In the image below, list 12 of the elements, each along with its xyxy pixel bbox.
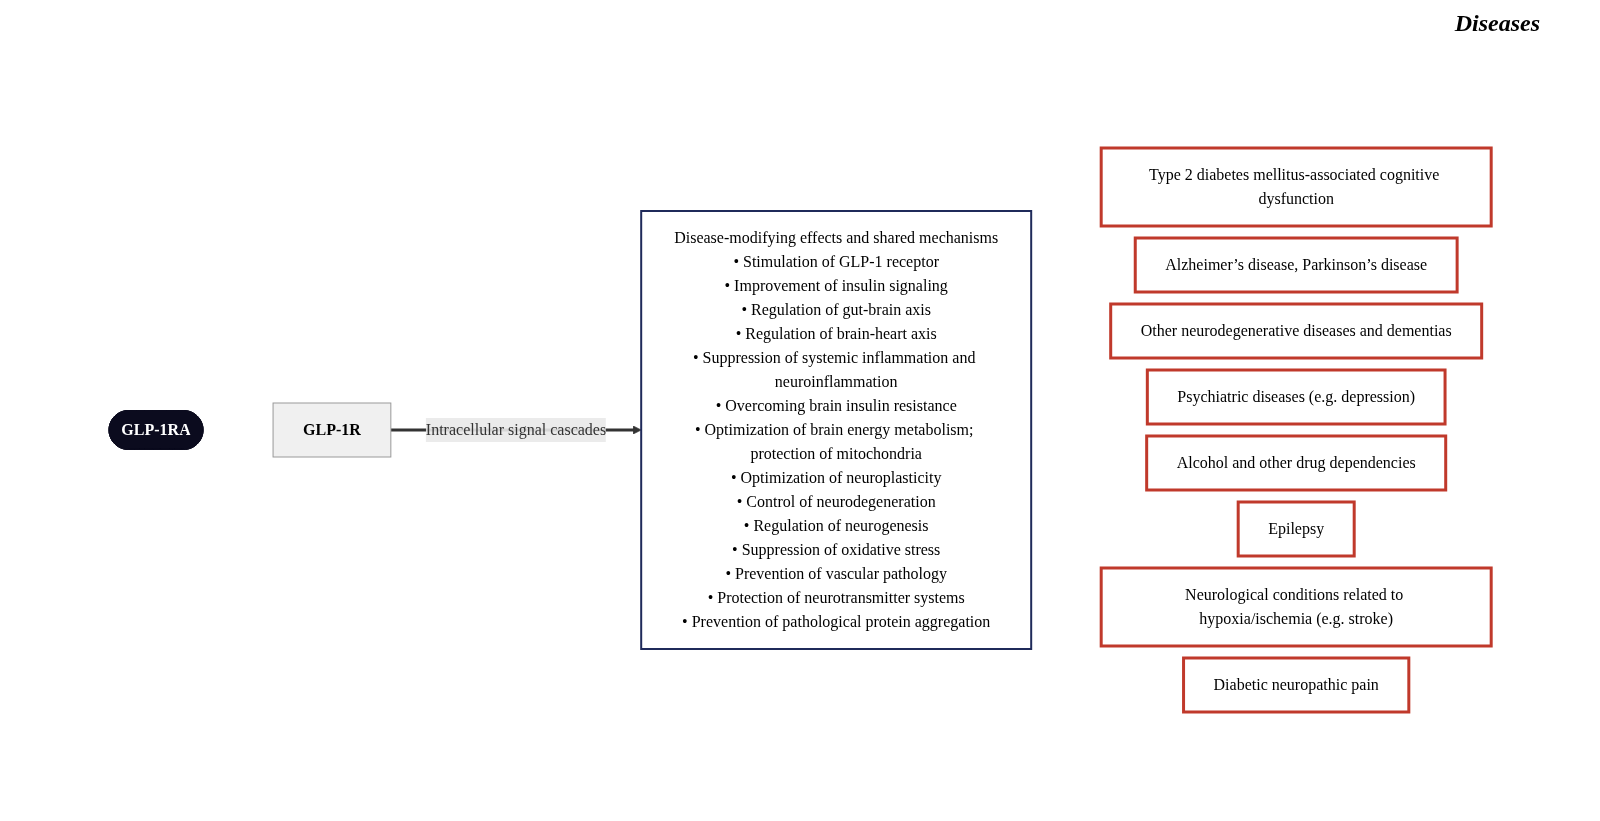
column-heading: Diseases <box>1454 10 1540 37</box>
node-box: Alcohol and other drug dependencies <box>1145 434 1448 492</box>
node-box: Disease-modifying effects and shared mechanisms • Stimulation of GLP-1 receptor • Improvement of insulin signaling • Regulation of gut-brain axis • Regulation of brain-heart axis • Suppression of systemic inflammation and neuroinflammation • Overcoming brain insulin resistance • Optimization of brain energy metabolism; protection of mitochondria • Optimization of neuroplasticity • Control of neurodegeneration • Regulation of neurogenesis • Suppression of oxidative stress • Prevention of vascular pathology • Protection of neurotransmitter systems • Prevention of pathological protein aggregation <box>640 210 1033 650</box>
node-box: Alzheimer’s disease, Parkinson’s disease <box>1133 236 1459 294</box>
edge-label: Intracellular signal cascades <box>425 421 607 438</box>
node-box: Psychiatric diseases (e.g. depression) <box>1145 368 1447 426</box>
node-box: Other neurodegenerative diseases and dementias <box>1109 302 1484 360</box>
node-box: GLP-1R <box>272 402 392 458</box>
node-box: Diabetic neuropathic pain <box>1181 656 1411 714</box>
node-box: Epilepsy <box>1236 500 1356 558</box>
node-box: Neurological conditions related to hypoxia/ischemia (e.g. stroke) <box>1099 566 1493 648</box>
node-box: Type 2 diabetes mellitus-associated cognitive dysfunction <box>1099 146 1493 228</box>
